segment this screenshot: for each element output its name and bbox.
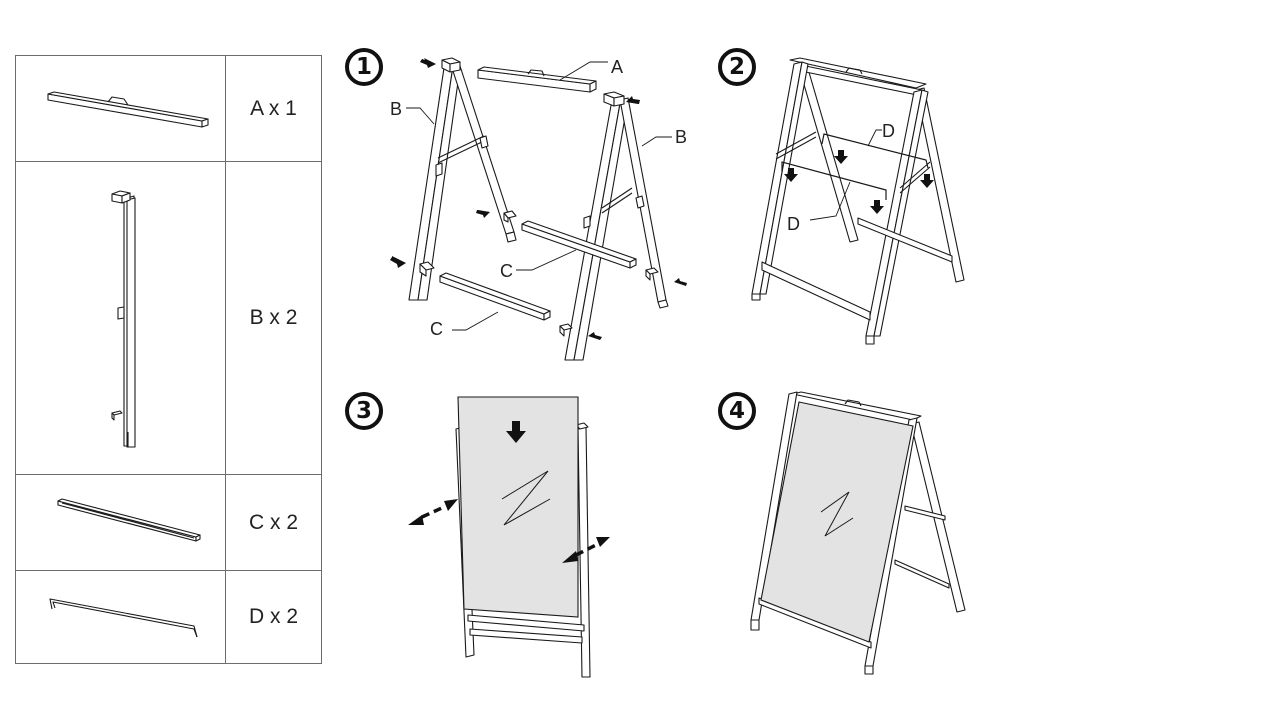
- poster-panel: [760, 401, 914, 643]
- step-4-drawing: [750, 391, 966, 675]
- step-3-number: 3: [345, 392, 383, 430]
- part-d-illustration: [16, 571, 226, 663]
- cross-bar-c-drawing: [57, 498, 201, 542]
- header-bar-a-drawing: [47, 91, 209, 128]
- arrow-down-icon: [506, 421, 526, 443]
- cross-bar-c-upper: [521, 223, 631, 269]
- arrow-icon: [476, 210, 490, 218]
- part-row-b: B x 2: [16, 162, 321, 475]
- callout-b-right: B: [675, 127, 688, 147]
- step-1-number: 1: [345, 48, 383, 86]
- double-arrow-icon: [408, 515, 424, 525]
- step-2-number: 2: [718, 48, 756, 86]
- callout-a: A: [611, 57, 624, 77]
- arrow-down-icon: [870, 200, 884, 214]
- parts-table: A x 1 B x 2: [15, 55, 322, 664]
- part-b-label: B x 2: [249, 306, 298, 329]
- callout-c-upper: C: [500, 261, 513, 281]
- callout-d-upper: D: [882, 121, 895, 141]
- part-row-d: D x 2: [16, 571, 321, 663]
- part-b-illustration: [16, 162, 226, 474]
- zigzag-symbol: [820, 491, 854, 537]
- part-c-label: C x 2: [248, 510, 298, 534]
- arrow-down-icon: [920, 174, 934, 188]
- step-3-drawing: [408, 396, 610, 678]
- arrow-icon: [390, 256, 406, 268]
- frame-b-left-back-leg: [451, 65, 515, 235]
- double-arrow-icon: [562, 551, 578, 563]
- arrow-icon: [588, 332, 602, 340]
- step-4-number: 4: [718, 392, 756, 430]
- callout-b-left: B: [390, 99, 403, 119]
- part-d-label: D x 2: [248, 605, 298, 628]
- arrow-down-icon: [784, 168, 798, 182]
- cross-bar-c-lower: [439, 275, 545, 321]
- arrow-down-icon: [834, 150, 848, 164]
- side-frame-b-drawing: [111, 190, 136, 448]
- double-arrow-icon: [596, 537, 610, 547]
- step-1-drawing: [390, 57, 687, 361]
- zigzag-symbol: [501, 470, 551, 526]
- part-a-illustration: [16, 56, 226, 161]
- arrow-icon: [626, 96, 640, 104]
- callout-c-lower: C: [430, 319, 443, 339]
- support-rod-d-drawing: [49, 598, 198, 638]
- support-rod-d-lower: [781, 161, 887, 200]
- part-a-label: A x 1: [250, 96, 297, 120]
- part-row-c: C x 2: [16, 475, 321, 571]
- double-arrow-icon: [444, 499, 458, 511]
- frame-b-right-front-leg: [564, 97, 622, 361]
- part-c-illustration: [16, 475, 226, 570]
- callout-d-lower: D: [787, 214, 800, 234]
- poster-panel: [457, 396, 579, 618]
- arrow-icon: [420, 58, 436, 68]
- part-row-a: A x 1: [16, 56, 321, 162]
- support-rod-d-upper: [821, 133, 929, 169]
- arrow-icon: [674, 278, 687, 286]
- step-2-drawing: [751, 57, 965, 345]
